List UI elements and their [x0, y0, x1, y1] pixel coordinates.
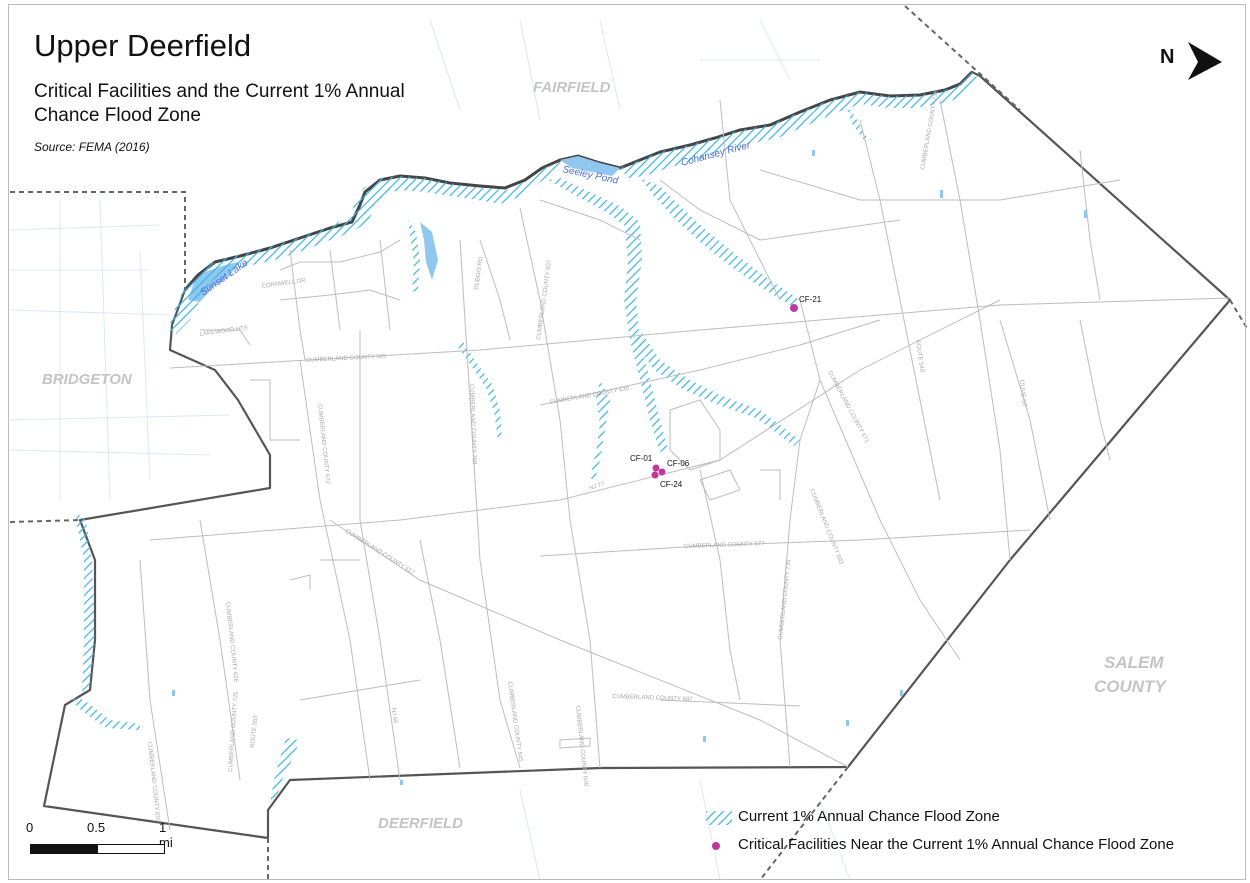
roads	[139, 99, 1231, 831]
seeley-pond	[560, 156, 620, 176]
outside-streets	[9, 19, 851, 881]
place-labels: FAIRFIELD BRIDGETON SALEM COUNTY DEERFIE…	[42, 79, 1167, 832]
label-deerfield: DEERFIELD	[378, 815, 463, 832]
legend-label-facilities: Critical Facilities Near the Current 1% …	[738, 836, 1175, 853]
road-dubois: DUBOIS RD	[474, 256, 485, 291]
facility-cf-01	[652, 464, 660, 472]
legend-item-facilities: Critical Facilities Near the Current 1% …	[706, 836, 1236, 864]
label-bridgeton: BRIDGETON	[42, 371, 133, 388]
facility-cf-21	[790, 304, 798, 312]
map-subtitle: Critical Facilities and the Current 1% A…	[34, 81, 405, 126]
scale-bar-white	[97, 844, 165, 854]
legend-item-flood-zone: Current 1% Annual Chance Flood Zone	[706, 808, 1236, 836]
road-route540: ROUTE 540	[914, 339, 925, 373]
facility-labels: CF-01 CF-06 CF-24 CF-21	[630, 295, 822, 489]
map-title: Upper Deerfield	[34, 28, 252, 63]
facility-cf-24	[651, 471, 659, 479]
scale-bar: 0 0.5 1 mi	[24, 820, 174, 860]
scale-tick-0: 0	[26, 820, 34, 835]
road-nj77: NJ 77	[589, 481, 606, 492]
flood-zone-swatch-icon	[706, 811, 732, 825]
facility-label-cf-24: CF-24	[660, 480, 683, 489]
road-nj56: NJ 56	[390, 708, 398, 725]
road-route553: ROUTE 553	[250, 714, 259, 748]
road-olive: OLIVE ST	[1018, 380, 1027, 408]
facility-label-cf-06: CF-06	[667, 459, 690, 468]
facility-points	[651, 304, 798, 479]
legend: Current 1% Annual Chance Flood Zone Crit…	[706, 808, 1236, 864]
road-cc687: CUMBERLAND COUNTY 687	[612, 694, 693, 703]
label-salem-1: SALEM	[1104, 653, 1164, 672]
flood-specks	[172, 150, 1087, 785]
label-salem-2: COUNTY	[1094, 677, 1167, 696]
north-label: N	[1160, 46, 1175, 68]
scale-tick-half: 0.5	[87, 820, 106, 835]
facility-label-cf-01: CF-01	[630, 454, 653, 463]
label-fairfield: FAIRFIELD	[533, 79, 611, 96]
facility-label-cf-21: CF-21	[799, 295, 822, 304]
road-cc605: CUMBERLAND COUNTY 605	[306, 354, 387, 364]
scale-bar-black	[30, 844, 98, 854]
map-frame	[8, 4, 1246, 880]
facility-cf-06	[658, 468, 666, 476]
north-arrow: N	[1160, 42, 1230, 82]
map-source: Source: FEMA (2016)	[34, 140, 150, 154]
facility-dot-icon	[712, 842, 720, 850]
road-cc677: CUMBERLAND COUNTY 677	[684, 541, 765, 550]
road-cc709: CUMBERLAND COUNTY 709	[468, 384, 477, 465]
north-arrow-icon	[1188, 42, 1222, 80]
road-cc725: CUMBERLAND COUNTY 725	[228, 691, 240, 772]
flood-zones	[70, 72, 980, 804]
legend-label-flood-zone: Current 1% Annual Chance Flood Zone	[738, 808, 1000, 825]
